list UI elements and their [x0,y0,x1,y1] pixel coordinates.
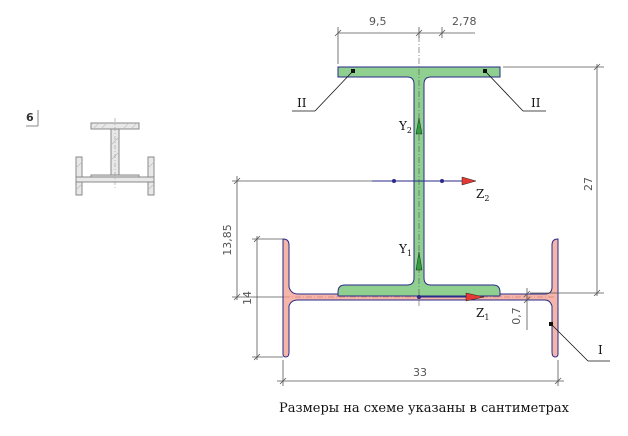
units-caption: Размеры на схеме указаны в сантиметрах [279,401,570,416]
dim-height-27: 27 [582,177,595,191]
dim-top-width: 9,5 [369,15,387,28]
dim-height-13-85: 13,85 [221,224,234,256]
section-label-I: I [598,343,603,357]
z1-arrow-icon [465,292,485,302]
dimension-lines [232,27,604,386]
section-label-II-left: II [297,96,307,110]
z2-arrow-icon [461,176,477,186]
axis-z1-label: Z1 [476,306,489,322]
y1-arrow-icon [415,251,423,271]
dim-width-33: 33 [413,366,427,379]
section-label-II-right: II [531,96,541,110]
dim-top-offset: 2,78 [452,15,477,28]
axis-y1-label: Y1 [398,242,412,258]
axis-y2-label: Y2 [398,119,412,135]
y2-arrow-icon [415,117,423,135]
variant-number: 6 [26,111,34,124]
axis-z2-label: Z2 [476,187,489,203]
dim-thickness-0-7: 0,7 [510,307,523,325]
dim-height-14: 14 [241,291,254,305]
thumbnail-hatching [75,122,155,191]
variant-thumbnail: 6 [26,110,155,196]
